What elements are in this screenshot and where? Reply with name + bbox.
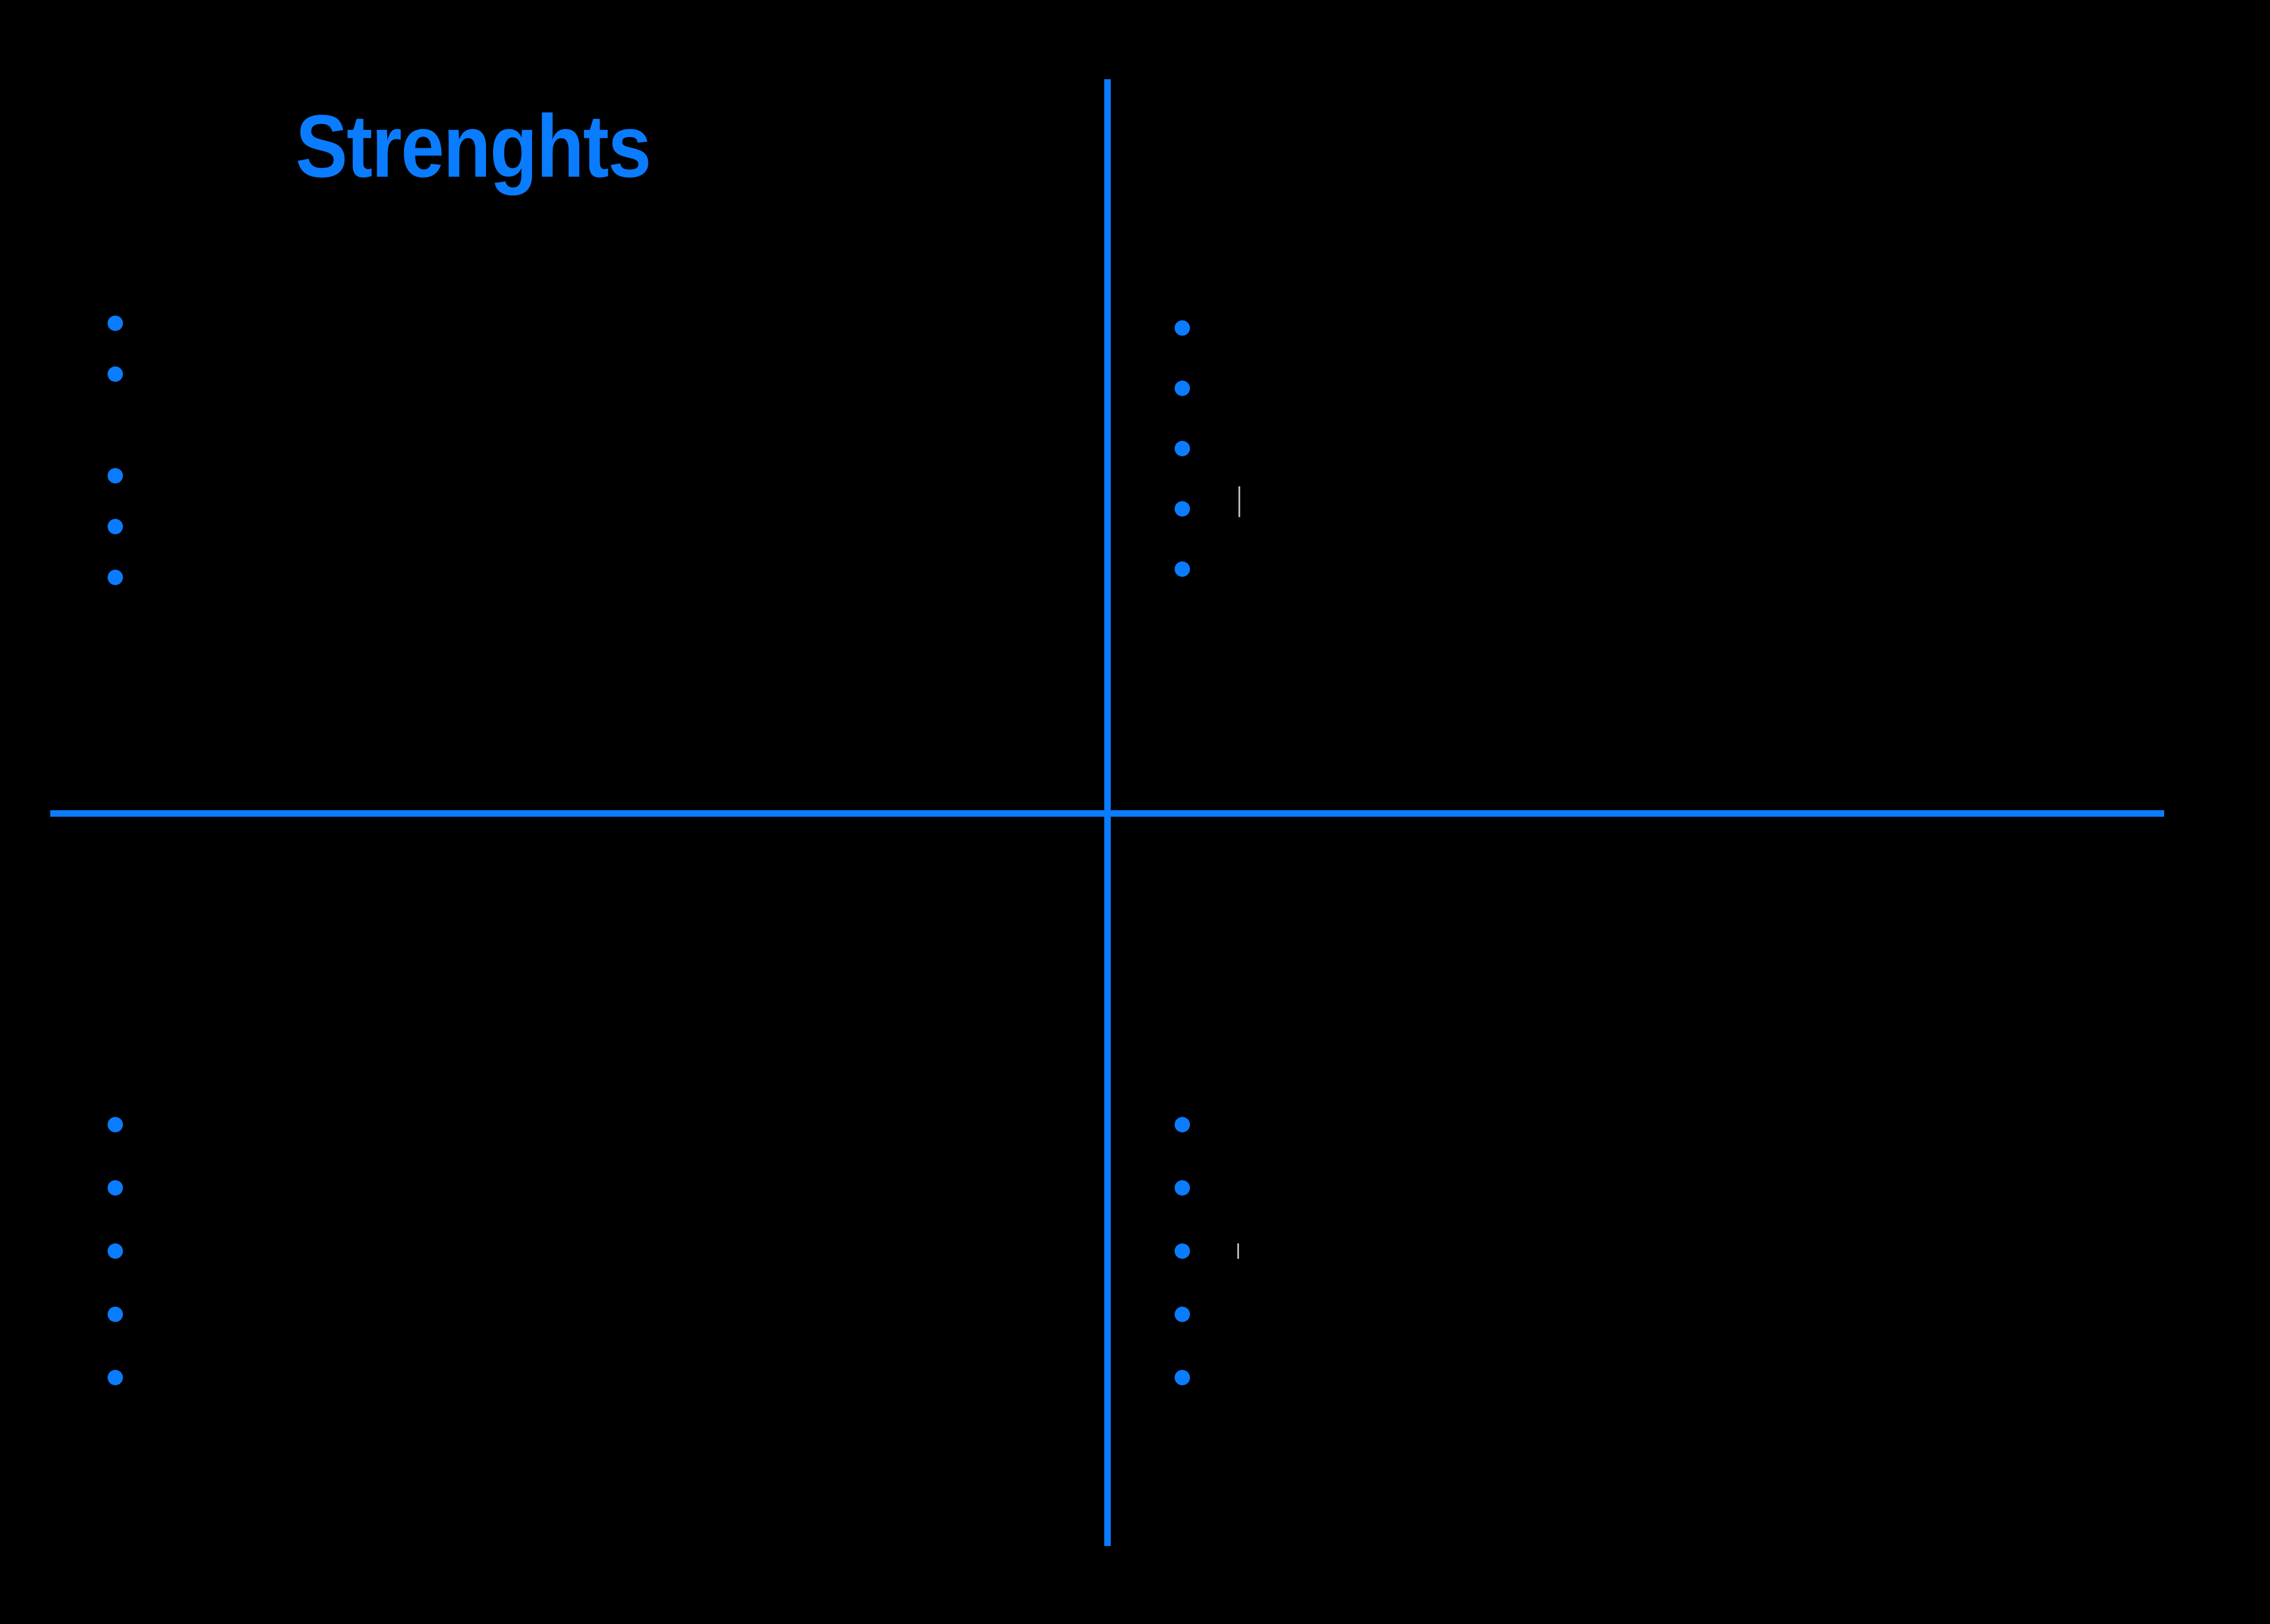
list-item[interactable] xyxy=(1168,553,2232,583)
bullet-list-threats xyxy=(1168,1109,2232,1425)
bullet-dot-icon xyxy=(108,1117,123,1132)
list-item[interactable] xyxy=(100,1298,1064,1328)
list-item[interactable] xyxy=(100,460,1064,489)
bullet-dot-icon xyxy=(108,1243,123,1259)
quadrant-title-strengths: Strenghts xyxy=(296,96,651,196)
bullet-dot-icon xyxy=(1175,1307,1190,1322)
text-caret xyxy=(1237,1243,1239,1259)
bullet-list-weaknesses xyxy=(1168,312,2232,613)
bullet-dot-icon xyxy=(108,519,123,534)
quadrant-strengths: Strenghts xyxy=(0,0,1104,810)
bullet-dot-icon xyxy=(108,1307,123,1322)
list-item[interactable] xyxy=(1168,1109,2232,1138)
bullet-dot-icon xyxy=(1175,1180,1190,1196)
bullet-list-strengths xyxy=(100,307,1064,612)
bullet-dot-icon xyxy=(108,1370,123,1385)
list-item[interactable] xyxy=(100,358,1064,388)
list-item[interactable] xyxy=(1168,1362,2232,1391)
bullet-dot-icon xyxy=(1175,501,1190,517)
bullet-dot-icon xyxy=(1175,1370,1190,1385)
list-item[interactable] xyxy=(1168,1298,2232,1328)
horizontal-divider xyxy=(50,810,2164,817)
bullet-dot-icon xyxy=(1175,1117,1190,1132)
bullet-dot-icon xyxy=(108,366,123,382)
bullet-dot-icon xyxy=(1175,320,1190,336)
bullet-list-opportunities xyxy=(100,1109,1064,1425)
list-item[interactable] xyxy=(1168,372,2232,402)
list-item[interactable] xyxy=(100,1172,1064,1201)
list-item[interactable] xyxy=(100,1362,1064,1391)
list-item[interactable] xyxy=(1168,433,2232,462)
bullet-dot-icon xyxy=(108,468,123,483)
list-item[interactable] xyxy=(1168,1235,2232,1265)
list-item[interactable] xyxy=(100,1235,1064,1265)
bullet-dot-icon xyxy=(1175,561,1190,577)
bullet-dot-icon xyxy=(108,1180,123,1196)
list-item[interactable] xyxy=(100,511,1064,540)
bullet-dot-icon xyxy=(108,570,123,585)
list-item[interactable] xyxy=(100,307,1064,337)
bullet-dot-icon xyxy=(1175,1243,1190,1259)
bullet-dot-icon xyxy=(108,316,123,331)
list-item[interactable] xyxy=(1168,312,2232,342)
list-item[interactable] xyxy=(100,1109,1064,1138)
list-item[interactable] xyxy=(100,561,1064,591)
text-caret xyxy=(1238,486,1240,517)
list-item[interactable] xyxy=(1168,1172,2232,1201)
bullet-dot-icon xyxy=(1175,381,1190,396)
list-item[interactable] xyxy=(1168,493,2232,522)
bullet-dot-icon xyxy=(1175,441,1190,456)
